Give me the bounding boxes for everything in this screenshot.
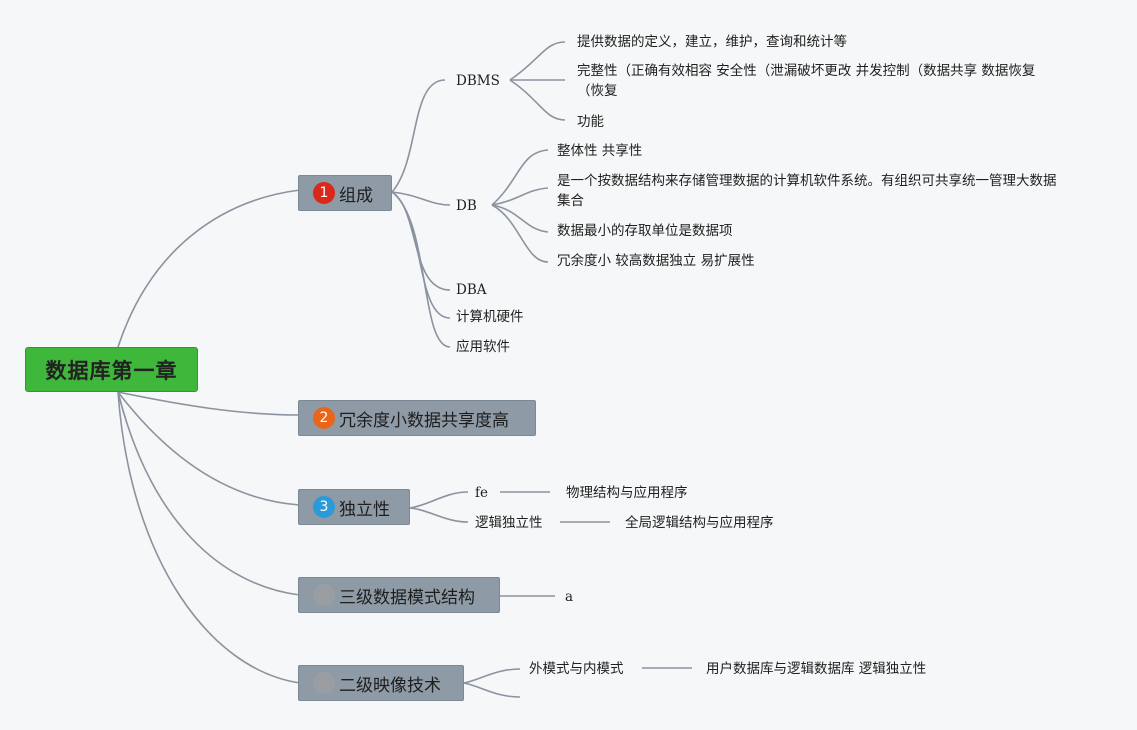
link-dbms-item3 bbox=[509, 79, 566, 121]
node-db-item-3[interactable]: 数据最小的存取单位是数据项 bbox=[557, 223, 733, 239]
topic-label: 二级映像技术 bbox=[339, 675, 441, 696]
node-dbms-item-1[interactable]: 提供数据的定义，建立，维护，查询和统计等 bbox=[577, 34, 847, 50]
node-logical-detail[interactable]: 全局逻辑结构与应用程序 bbox=[625, 515, 774, 531]
number-badge-5: 5 bbox=[313, 672, 335, 694]
node-hardware[interactable]: 计算机硬件 bbox=[456, 309, 524, 325]
link-dbms-item1 bbox=[509, 41, 566, 81]
node-fe-detail[interactable]: 物理结构与应用程序 bbox=[566, 485, 688, 501]
link-root-topic4 bbox=[117, 391, 301, 596]
link-topic3-logical bbox=[409, 507, 469, 523]
link-root-topic3 bbox=[117, 391, 301, 506]
topic-composition[interactable]: 1 组成 bbox=[298, 175, 392, 211]
number-badge-4: 4 bbox=[313, 584, 335, 606]
node-db-item-4[interactable]: 冗余度小 较高数据独立 易扩展性 bbox=[557, 253, 755, 269]
node-logical-independence[interactable]: 逻辑独立性 bbox=[475, 515, 543, 531]
link-topic5-empty bbox=[463, 682, 521, 698]
node-dbms-item-2[interactable]: 完整性（正确有效相容 安全性（泄漏破坏更改 并发控制（数据共享 数据恢复（恢复 bbox=[577, 63, 1036, 99]
link-root-topic5 bbox=[117, 391, 301, 684]
link-topic5-mapping bbox=[463, 668, 521, 684]
node-dba[interactable]: DBA bbox=[456, 282, 487, 298]
link-topic1-software bbox=[391, 191, 451, 348]
link-db-item4 bbox=[491, 204, 549, 263]
link-db-item1 bbox=[491, 149, 549, 206]
number-badge-3: 3 bbox=[313, 496, 335, 518]
node-db[interactable]: DB bbox=[456, 198, 477, 214]
topic-label: 组成 bbox=[339, 185, 373, 206]
node-app-software[interactable]: 应用软件 bbox=[456, 339, 510, 355]
number-badge-2: 2 bbox=[313, 407, 335, 429]
topic-label: 三级数据模式结构 bbox=[339, 587, 475, 608]
topic-independence[interactable]: 3 独立性 bbox=[298, 489, 410, 525]
node-fe[interactable]: fe bbox=[475, 485, 488, 501]
topic-three-level-schema[interactable]: 4 三级数据模式结构 bbox=[298, 577, 500, 613]
node-db-item-2[interactable]: 是一个按数据结构来存储管理数据的计算机软件系统。有组织可共享统一管理大数据集合 bbox=[557, 173, 1057, 209]
node-db-item-1[interactable]: 整体性 共享性 bbox=[557, 143, 643, 159]
link-topic1-hardware bbox=[391, 191, 451, 319]
link-db-item3 bbox=[491, 204, 549, 233]
link-topic3-fe bbox=[409, 491, 469, 509]
node-schema-child[interactable]: a bbox=[565, 589, 574, 605]
node-mapping-detail[interactable]: 用户数据库与逻辑数据库 逻辑独立性 bbox=[706, 661, 927, 677]
link-root-topic2 bbox=[117, 391, 301, 416]
node-dbms-item-3[interactable]: 功能 bbox=[577, 114, 604, 130]
link-db-item2 bbox=[491, 187, 549, 206]
link-topic1-db bbox=[391, 191, 451, 206]
node-mapping[interactable]: 外模式与内模式 bbox=[529, 661, 624, 677]
link-root-topic1 bbox=[117, 189, 301, 348]
node-dbms[interactable]: DBMS bbox=[456, 73, 500, 89]
link-topic1-dbms bbox=[391, 79, 446, 193]
topic-two-level-mapping[interactable]: 5 二级映像技术 bbox=[298, 665, 464, 701]
topic-label: 冗余度小数据共享度高 bbox=[339, 410, 509, 431]
topic-redundancy[interactable]: 2 冗余度小数据共享度高 bbox=[298, 400, 536, 436]
number-badge-1: 1 bbox=[313, 182, 335, 204]
root-topic[interactable]: 数据库第一章 bbox=[25, 347, 198, 392]
link-topic1-dba bbox=[391, 191, 451, 291]
topic-label: 独立性 bbox=[339, 499, 390, 520]
